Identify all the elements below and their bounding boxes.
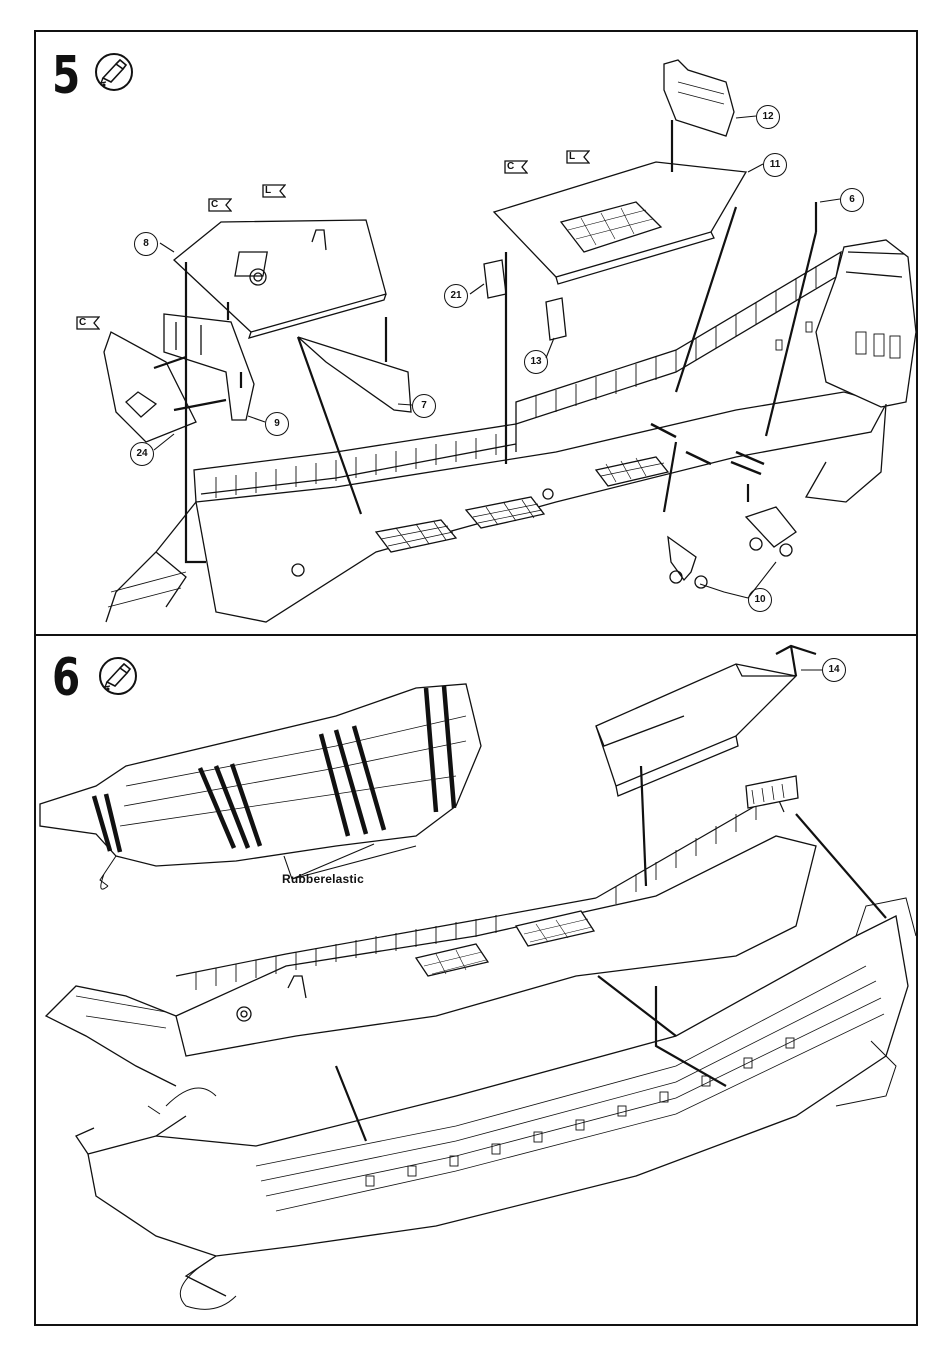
callout-part-24: 24 (130, 442, 154, 466)
step-6-assembly-drawing (36, 636, 916, 1324)
callout-part-13: 13 (524, 350, 548, 374)
callout-part-8: 8 (134, 232, 158, 256)
callout-part-10: 10 (748, 588, 772, 612)
callout-part-21: 21 (444, 284, 468, 308)
callout-part-9: 9 (265, 412, 289, 436)
flag-l: L (566, 150, 588, 164)
callout-part-12: 12 (756, 105, 780, 129)
callout-part-14: 14 (822, 658, 846, 682)
callout-part-6: 6 (840, 188, 864, 212)
rubber-elastic-label: Rubberelastic (282, 872, 364, 886)
step-5-assembly-drawing (36, 32, 916, 634)
callout-part-7: 7 (412, 394, 436, 418)
flag-l: L (262, 184, 284, 198)
flag-c: C (76, 316, 98, 330)
step-6-panel: 6 (34, 634, 918, 1326)
callout-part-11: 11 (763, 153, 787, 177)
flag-c: C (208, 198, 230, 212)
flag-c: C (504, 160, 526, 174)
step-5-panel: 5 (34, 30, 918, 636)
